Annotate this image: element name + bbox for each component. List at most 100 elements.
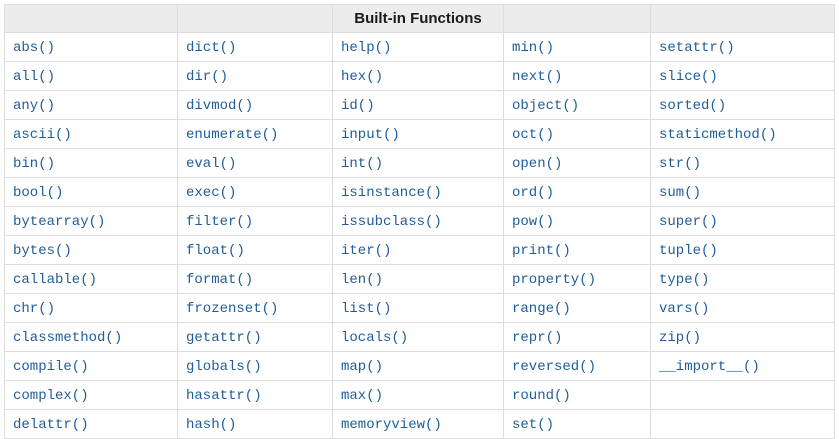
table-cell: globals() bbox=[177, 351, 333, 381]
function-link-dir[interactable]: dir() bbox=[186, 69, 229, 85]
function-link-format[interactable]: format() bbox=[186, 272, 254, 288]
table-cell: ascii() bbox=[4, 119, 178, 149]
table-cell: enumerate() bbox=[177, 119, 333, 149]
function-link-staticmethod[interactable]: staticmethod() bbox=[659, 127, 777, 143]
function-link-min[interactable]: min() bbox=[512, 40, 555, 56]
table-row: bytes() float() iter() print() tuple() bbox=[4, 235, 835, 265]
function-link-str[interactable]: str() bbox=[659, 156, 702, 172]
function-link-classmethod[interactable]: classmethod() bbox=[13, 330, 123, 346]
function-link-complex[interactable]: complex() bbox=[13, 388, 89, 404]
table-cell: hex() bbox=[332, 61, 504, 91]
table-row: abs() dict() help() min() setattr() bbox=[4, 32, 835, 62]
table-cell: issubclass() bbox=[332, 206, 504, 236]
function-link-callable[interactable]: callable() bbox=[13, 272, 98, 288]
function-link-sum[interactable]: sum() bbox=[659, 185, 702, 201]
table-row: all() dir() hex() next() slice() bbox=[4, 61, 835, 91]
function-link-globals[interactable]: globals() bbox=[186, 359, 262, 375]
function-link-ord[interactable]: ord() bbox=[512, 185, 555, 201]
function-link-range[interactable]: range() bbox=[512, 301, 571, 317]
function-link-eval[interactable]: eval() bbox=[186, 156, 237, 172]
table-cell: compile() bbox=[4, 351, 178, 381]
table-cell: hasattr() bbox=[177, 380, 333, 410]
function-link-next[interactable]: next() bbox=[512, 69, 563, 85]
table-cell: classmethod() bbox=[4, 322, 178, 352]
function-link-setattr[interactable]: setattr() bbox=[659, 40, 735, 56]
function-link-map[interactable]: map() bbox=[341, 359, 384, 375]
function-link-iter[interactable]: iter() bbox=[341, 243, 392, 259]
table-cell: memoryview() bbox=[332, 409, 504, 439]
function-link-sorted[interactable]: sorted() bbox=[659, 98, 727, 114]
table-cell: len() bbox=[332, 264, 504, 294]
table-cell: iter() bbox=[332, 235, 504, 265]
function-link-memoryview[interactable]: memoryview() bbox=[341, 417, 442, 433]
function-link-id[interactable]: id() bbox=[341, 98, 375, 114]
function-link-int[interactable]: int() bbox=[341, 156, 384, 172]
table-cell: map() bbox=[332, 351, 504, 381]
function-link-round[interactable]: round() bbox=[512, 388, 571, 404]
function-link-getattr[interactable]: getattr() bbox=[186, 330, 262, 346]
function-link-ascii[interactable]: ascii() bbox=[13, 127, 72, 143]
table-cell: next() bbox=[503, 61, 651, 91]
header-cell bbox=[650, 4, 835, 33]
function-link-hash[interactable]: hash() bbox=[186, 417, 237, 433]
table-row: bin() eval() int() open() str() bbox=[4, 148, 835, 178]
function-link-vars[interactable]: vars() bbox=[659, 301, 710, 317]
function-link-tuple[interactable]: tuple() bbox=[659, 243, 718, 259]
function-link-divmod[interactable]: divmod() bbox=[186, 98, 254, 114]
table-cell: eval() bbox=[177, 148, 333, 178]
function-link-reversed[interactable]: reversed() bbox=[512, 359, 597, 375]
function-link-super[interactable]: super() bbox=[659, 214, 718, 230]
function-link-isinstance[interactable]: isinstance() bbox=[341, 185, 442, 201]
function-link-bytes[interactable]: bytes() bbox=[13, 243, 72, 259]
function-link-set[interactable]: set() bbox=[512, 417, 555, 433]
function-link-pow[interactable]: pow() bbox=[512, 214, 555, 230]
function-link-any[interactable]: any() bbox=[13, 98, 56, 114]
function-link-len[interactable]: len() bbox=[341, 272, 384, 288]
table-header-row: Built-in Functions bbox=[4, 4, 835, 33]
function-link-abs[interactable]: abs() bbox=[13, 40, 56, 56]
function-link-input[interactable]: input() bbox=[341, 127, 400, 143]
function-link-print[interactable]: print() bbox=[512, 243, 571, 259]
table-cell: object() bbox=[503, 90, 651, 120]
table-cell: ord() bbox=[503, 177, 651, 207]
function-link-chr[interactable]: chr() bbox=[13, 301, 56, 317]
function-link-issubclass[interactable]: issubclass() bbox=[341, 214, 442, 230]
table-cell: tuple() bbox=[650, 235, 835, 265]
function-link-object[interactable]: object() bbox=[512, 98, 580, 114]
table-cell: exec() bbox=[177, 177, 333, 207]
function-link-frozenset[interactable]: frozenset() bbox=[186, 301, 279, 317]
function-link-hasattr[interactable]: hasattr() bbox=[186, 388, 262, 404]
function-link-list[interactable]: list() bbox=[341, 301, 392, 317]
function-link-dict[interactable]: dict() bbox=[186, 40, 237, 56]
function-link-open[interactable]: open() bbox=[512, 156, 563, 172]
table-cell: any() bbox=[4, 90, 178, 120]
function-link-locals[interactable]: locals() bbox=[341, 330, 409, 346]
function-link-bytearray[interactable]: bytearray() bbox=[13, 214, 106, 230]
page: Built-in Functions abs() dict() help() min(… bbox=[4, 4, 835, 439]
function-link-all[interactable]: all() bbox=[13, 69, 56, 85]
function-link-__import__[interactable]: __import__() bbox=[659, 359, 760, 375]
function-link-exec[interactable]: exec() bbox=[186, 185, 237, 201]
function-link-help[interactable]: help() bbox=[341, 40, 392, 56]
function-link-slice[interactable]: slice() bbox=[659, 69, 718, 85]
function-link-float[interactable]: float() bbox=[186, 243, 245, 259]
function-link-compile[interactable]: compile() bbox=[13, 359, 89, 375]
function-link-hex[interactable]: hex() bbox=[341, 69, 384, 85]
function-link-bool[interactable]: bool() bbox=[13, 185, 64, 201]
function-link-zip[interactable]: zip() bbox=[659, 330, 702, 346]
function-link-repr[interactable]: repr() bbox=[512, 330, 563, 346]
table-cell: filter() bbox=[177, 206, 333, 236]
table-cell: list() bbox=[332, 293, 504, 323]
function-link-property[interactable]: property() bbox=[512, 272, 597, 288]
function-link-delattr[interactable]: delattr() bbox=[13, 417, 89, 433]
table-title: Built-in Functions bbox=[332, 4, 504, 33]
function-link-type[interactable]: type() bbox=[659, 272, 710, 288]
table-cell: sorted() bbox=[650, 90, 835, 120]
function-link-bin[interactable]: bin() bbox=[13, 156, 56, 172]
function-link-enumerate[interactable]: enumerate() bbox=[186, 127, 279, 143]
function-link-filter[interactable]: filter() bbox=[186, 214, 254, 230]
table-cell: bytes() bbox=[4, 235, 178, 265]
function-link-oct[interactable]: oct() bbox=[512, 127, 555, 143]
table-cell: sum() bbox=[650, 177, 835, 207]
function-link-max[interactable]: max() bbox=[341, 388, 384, 404]
